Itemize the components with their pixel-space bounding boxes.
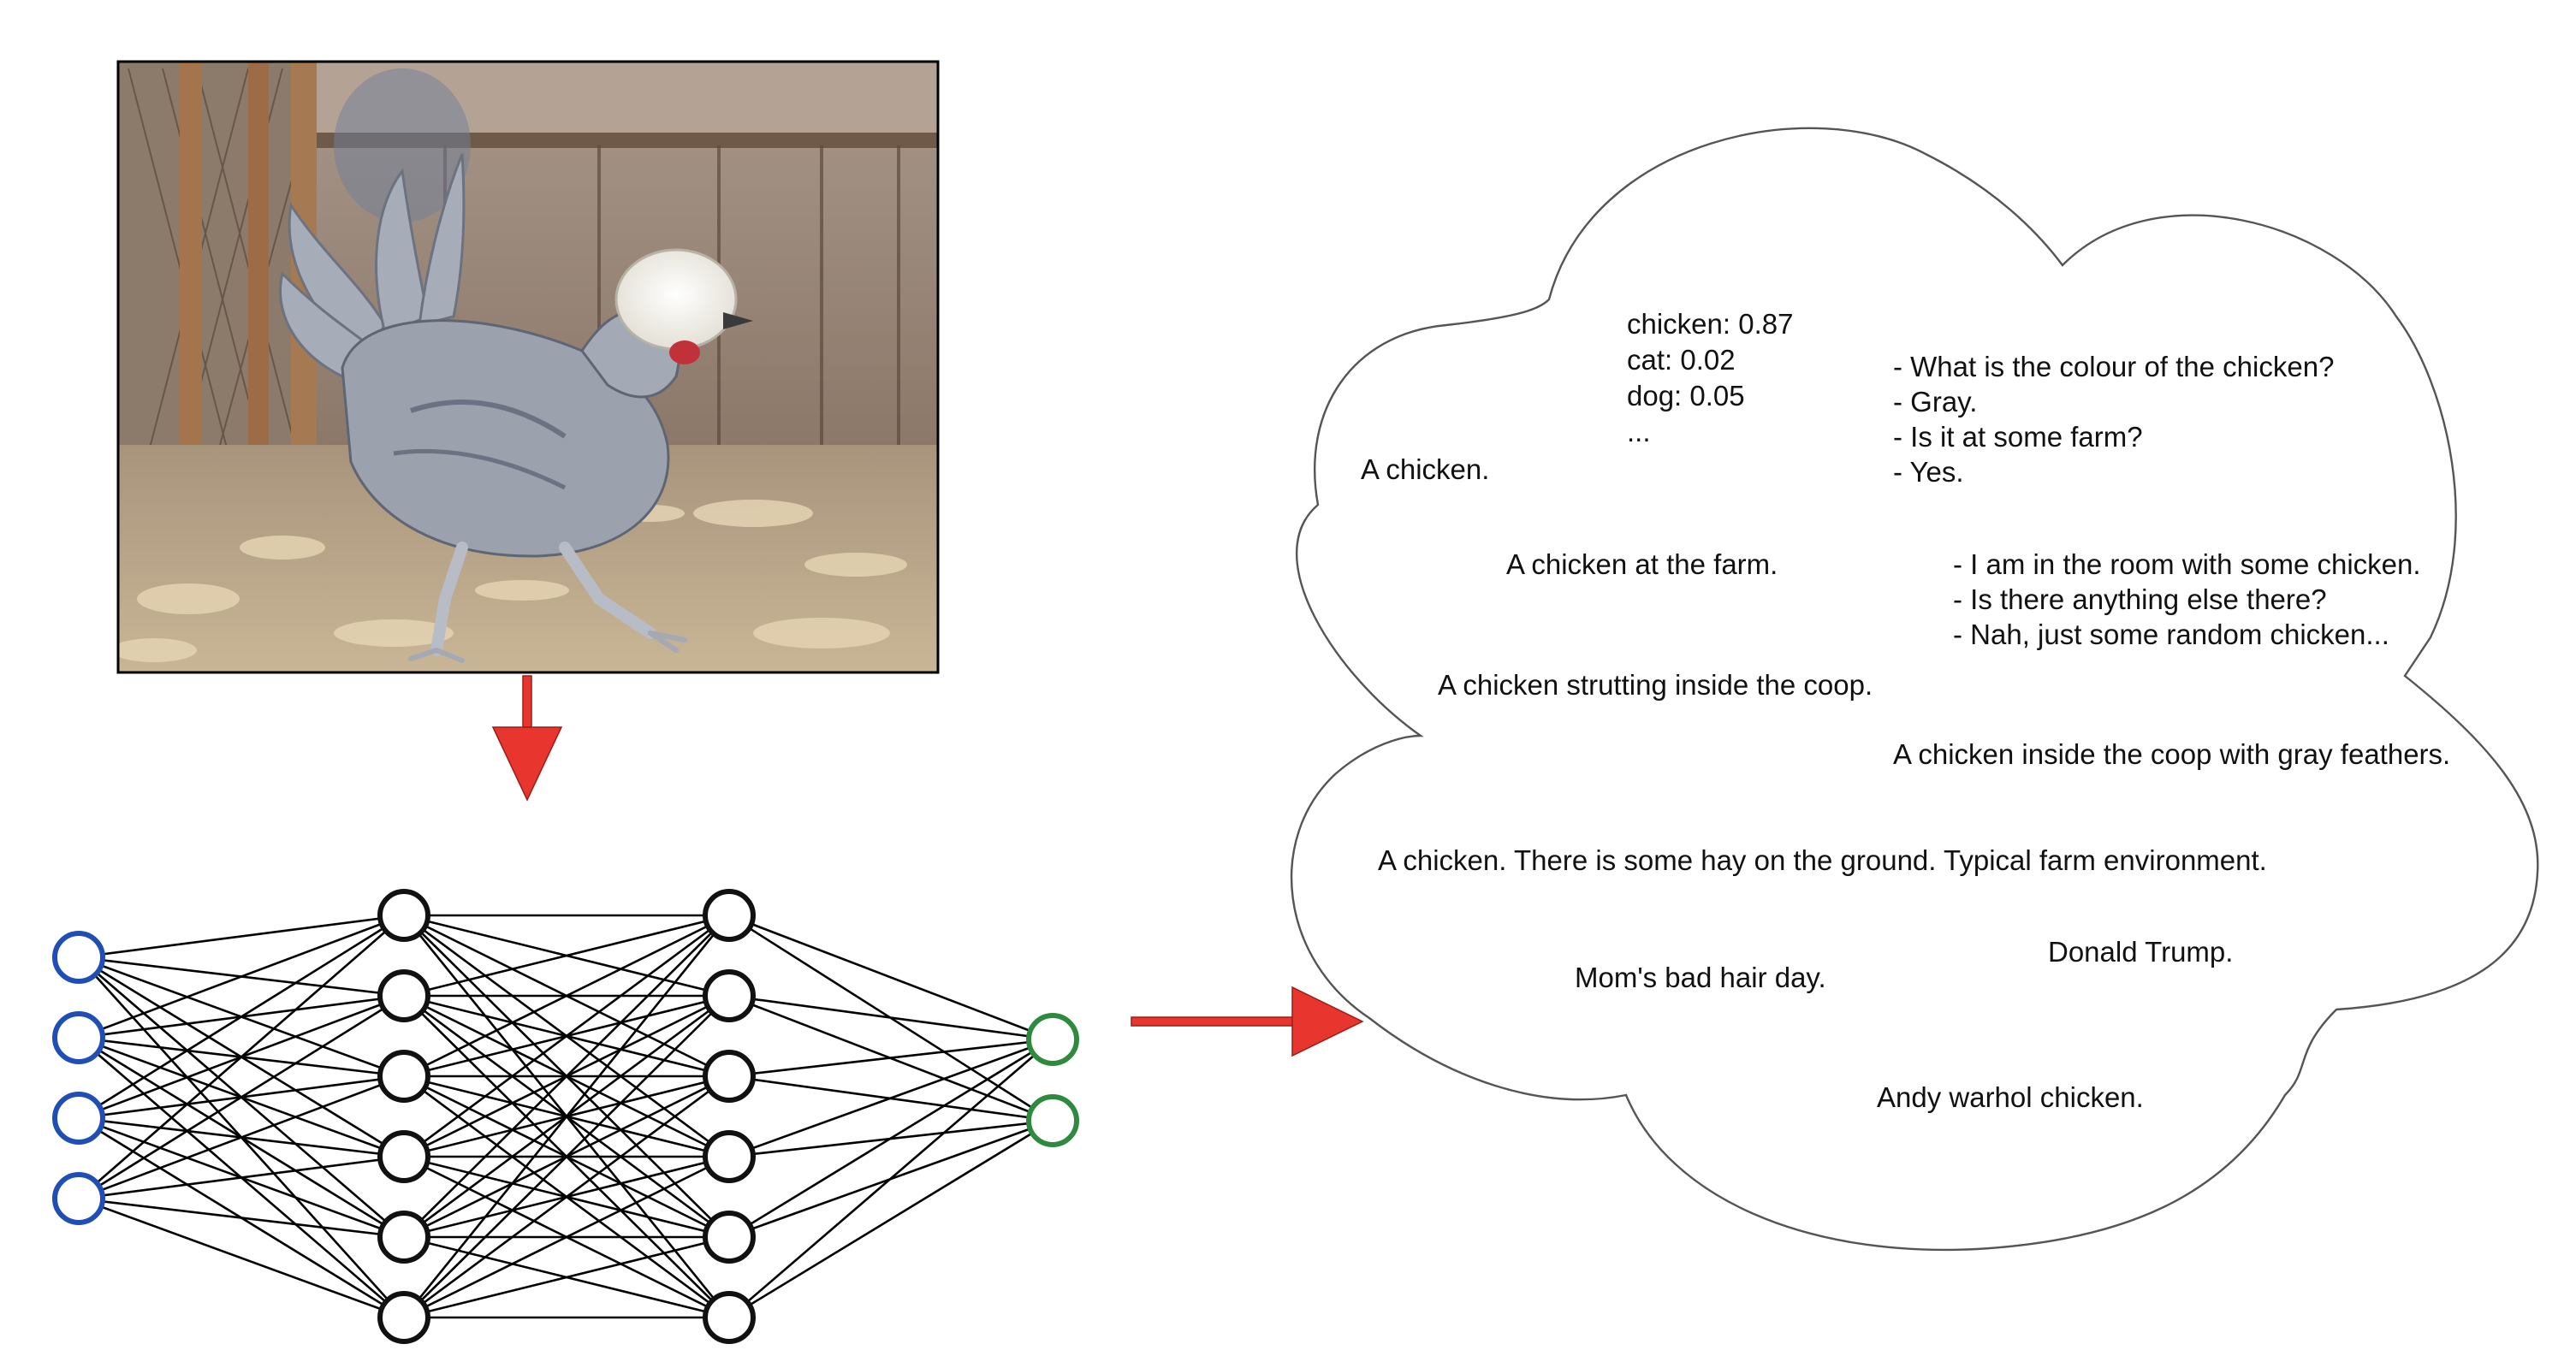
network-connection [78, 1197, 405, 1239]
qa-line: - Yes. [1893, 456, 1964, 488]
input-neuron [52, 931, 105, 984]
chicken-photo [118, 62, 938, 672]
qa-line: - What is the colour of the chicken? [1893, 351, 2334, 382]
caption-chicken-at-farm: A chicken at the farm. [1506, 548, 1778, 580]
probability-cat: cat: 0.02 [1627, 344, 1736, 376]
network-connection [403, 915, 730, 1238]
output-neuron [1026, 1013, 1079, 1066]
probability-dog: dog: 0.05 [1627, 380, 1745, 412]
hidden-neuron [377, 1130, 430, 1183]
photo-to-network-arrow [491, 675, 563, 802]
caption-chicken-hay: A chicken. There is some hay on the grou… [1378, 844, 2267, 876]
hidden-neuron [703, 1050, 756, 1103]
thought-cloud [1291, 127, 2539, 1252]
hidden-neuron [377, 889, 430, 942]
question-answer-dialog: - What is the colour of the chicken? - G… [1893, 351, 2334, 488]
network-connection [728, 1038, 1054, 1239]
qa-line: - Is it at some farm? [1893, 421, 2143, 453]
hidden-neuron [377, 969, 430, 1022]
class-probabilities: chicken: 0.87 cat: 0.02 dog: 0.05 ... [1627, 308, 1793, 447]
network-connection [403, 1155, 730, 1319]
output-neuron [1026, 1094, 1079, 1147]
network-connection [403, 914, 730, 1078]
network-connection [403, 995, 730, 1318]
hidden-neuron [377, 1050, 430, 1103]
probability-chicken: chicken: 0.87 [1627, 308, 1793, 340]
network-connection [728, 914, 1054, 1041]
network-connection [403, 1075, 730, 1319]
conversation-dialog: - I am in the room with some chicken. - … [1953, 548, 2421, 650]
caption-chicken-strutting: A chicken strutting inside the coop. [1438, 669, 1873, 701]
network-to-cloud-arrow [1131, 986, 1364, 1057]
network-connection [78, 914, 405, 959]
hidden-neuron [703, 1130, 756, 1183]
network-connection [78, 914, 405, 1039]
network-connection [728, 1039, 1054, 1318]
caption-donald-trump: Donald Trump. [2048, 936, 2233, 968]
photo-frame [116, 60, 940, 674]
network-connection [728, 1038, 1054, 1158]
hidden-neuron [377, 1211, 430, 1264]
network-neurons [52, 889, 1079, 1344]
caption-bad-hair-day: Mom's bad hair day. [1575, 962, 1826, 993]
network-connection [728, 1119, 1054, 1319]
network-connection [78, 1075, 405, 1200]
input-neuron [52, 1011, 105, 1064]
input-neuron [52, 1092, 105, 1145]
network-connection [78, 914, 405, 1120]
dialog-line: - I am in the room with some chicken. [1953, 548, 2421, 580]
caption-a-chicken: A chicken. [1361, 453, 1489, 485]
network-connection [403, 1235, 730, 1319]
network-connection [402, 915, 731, 1318]
hidden-neuron [703, 1211, 756, 1264]
neural-network [52, 889, 1079, 1344]
dialog-line: - Is there anything else there? [1953, 583, 2327, 615]
network-connection [728, 1038, 1054, 1078]
network-connection [78, 915, 405, 1199]
network-connection [78, 994, 405, 1200]
caption-chicken-gray-feathers: A chicken inside the coop with gray feat… [1893, 738, 2450, 770]
input-neuron [52, 1172, 105, 1225]
probability-ellipsis: ... [1627, 416, 1651, 447]
caption-andy-warhol: Andy warhol chicken. [1877, 1081, 2144, 1113]
qa-line: - Gray. [1893, 386, 1977, 417]
network-connection [403, 914, 730, 998]
dialog-line: - Nah, just some random chicken... [1953, 619, 2389, 650]
network-connections [78, 914, 1054, 1319]
network-connection [78, 1197, 405, 1319]
hidden-neuron [703, 1291, 756, 1344]
hidden-neuron [703, 969, 756, 1022]
hidden-neuron [377, 1291, 430, 1344]
network-connection [78, 1155, 405, 1200]
network-connection [728, 994, 1054, 1041]
network-connection [403, 914, 730, 1158]
hidden-neuron [703, 889, 756, 942]
